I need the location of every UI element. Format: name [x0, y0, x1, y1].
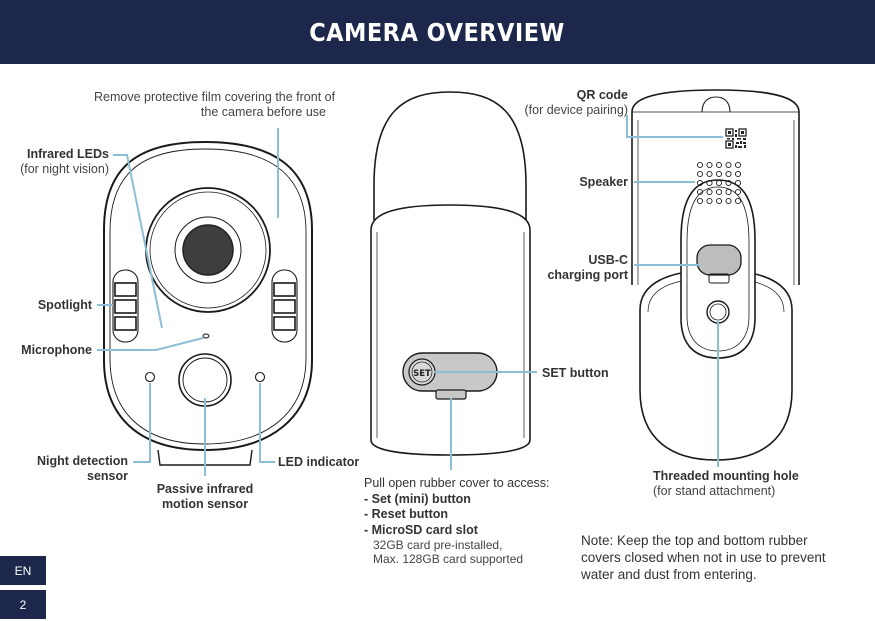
label-qr-code: QR code (for device pairing): [510, 88, 628, 118]
pir-line1: Passive infrared: [156, 482, 254, 496]
speaker-hole: [725, 179, 732, 187]
pir-line2: motion sensor: [161, 497, 249, 511]
speaker-hole: [706, 170, 713, 178]
label-spotlight: Spotlight: [37, 298, 92, 312]
callout-infrared: [113, 154, 163, 329]
speaker-hole: [696, 161, 704, 169]
speaker-hole: [725, 188, 732, 196]
access-item: - MicroSD card slot: [364, 522, 478, 537]
infrared-leds-sub: (for night vision): [20, 162, 109, 176]
label-mount-hole: Threaded mounting hole (for stand attach…: [653, 469, 799, 499]
night-sensor: [144, 371, 156, 383]
language-tab: EN: [0, 556, 46, 585]
speaker-grille: [696, 161, 742, 205]
speaker-hole: [725, 170, 732, 178]
speaker-hole: [706, 188, 713, 196]
film-note: Remove protective film covering the fron…: [94, 90, 336, 120]
mount-hole-sub: (for stand attachment): [653, 484, 776, 498]
label-led-indicator: LED indicator: [278, 455, 360, 469]
speaker-hole: [734, 170, 742, 178]
access-intro: Pull open rubber cover to access:: [364, 476, 550, 490]
speaker-hole: [706, 161, 713, 169]
speaker-hole: [734, 197, 742, 205]
speaker-hole: [715, 179, 723, 187]
night-sensor-line1: Night detection: [37, 454, 128, 468]
speaker-hole: [725, 197, 732, 205]
label-speaker: Speaker: [579, 175, 628, 189]
speaker-hole: [715, 170, 723, 178]
label-night-sensor: Night detection sensor: [10, 454, 128, 484]
speaker-hole: [725, 161, 732, 169]
callout-night: [133, 383, 151, 463]
speaker-hole: [734, 188, 742, 196]
speaker-hole: [696, 179, 704, 187]
access-item: - Set (mini) button: [364, 491, 471, 506]
set-button-glyph: SET: [413, 369, 431, 379]
label-usb-c: USB-C charging port: [520, 253, 628, 283]
qr-code-sub: (for device pairing): [524, 103, 628, 117]
spotlight-right: [271, 269, 298, 343]
usb-c-line2: charging port: [547, 268, 628, 282]
infrared-leds-title: Infrared LEDs: [27, 147, 109, 161]
spotlight-left: [112, 269, 139, 343]
speaker-hole: [706, 179, 713, 187]
film-note-line1: Remove protective film covering the fron…: [94, 90, 336, 104]
usb-c-line1: USB-C: [588, 253, 628, 267]
page-title: CAMERA OVERVIEW: [309, 17, 566, 47]
speaker-hole: [696, 197, 704, 205]
callout-microphone: [97, 337, 204, 351]
callout-qr: [626, 115, 723, 138]
note-text: Note: Keep the top and bottom rubber cov…: [581, 533, 826, 582]
qr-code-title: QR code: [576, 88, 628, 102]
camera-lens: [182, 224, 234, 276]
usb-c-port: [696, 244, 742, 276]
cover-tab: [435, 389, 467, 400]
speaker-hole: [696, 170, 704, 178]
access-item: - Reset button: [364, 507, 449, 521]
night-sensor-line2: sensor: [87, 469, 128, 483]
speaker-hole: [696, 188, 704, 196]
speaker-hole: [734, 161, 742, 169]
access-list: Pull open rubber cover to access: - Set …: [364, 476, 550, 566]
speaker-hole: [706, 197, 713, 205]
led-indicator: [254, 371, 266, 383]
page-header: CAMERA OVERVIEW: [0, 0, 875, 64]
microphone-hole: [202, 333, 210, 339]
speaker-hole: [715, 188, 723, 196]
speaker-hole: [715, 197, 723, 205]
front-camera-body: [103, 140, 313, 466]
film-note-line2: the camera before use: [200, 105, 326, 119]
sd-detail: 32GB card pre-installed,: [373, 538, 503, 552]
sd-detail: Max. 128GB card supported: [373, 552, 524, 566]
label-set-button: SET button: [542, 366, 609, 380]
label-infrared-leds: Infrared LEDs (for night vision): [10, 147, 109, 177]
callout-lines: [97, 115, 723, 476]
mount-hole-title: Threaded mounting hole: [653, 469, 799, 483]
qr-code-icon: [725, 128, 747, 149]
speaker-hole: [715, 161, 723, 169]
label-pir: Passive infrared motion sensor: [140, 482, 270, 512]
callout-led: [259, 383, 275, 463]
page-number: 2: [0, 590, 46, 619]
label-microphone: Microphone: [21, 343, 92, 357]
speaker-hole: [734, 179, 742, 187]
bottom-camera-body: [370, 91, 531, 456]
